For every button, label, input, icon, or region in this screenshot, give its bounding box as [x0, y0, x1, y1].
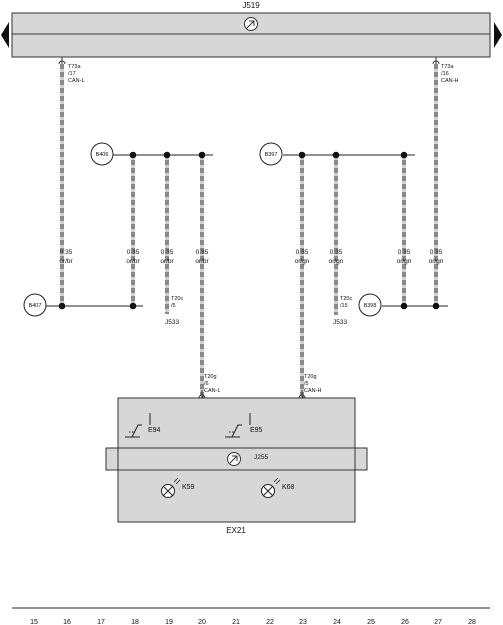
column-number: 28: [468, 619, 476, 625]
switch-right-label: E95: [250, 427, 263, 434]
wire-gauge: 0.35: [296, 249, 309, 256]
lamp-left-label: K59: [182, 484, 195, 491]
top-left-signal: CAN-L: [68, 78, 85, 84]
unit-right-pin-line1: T20g: [304, 374, 317, 380]
next-page-arrow-icon[interactable]: [494, 22, 502, 48]
wire-gauge: 0.35: [196, 249, 209, 256]
column-number: 23: [299, 619, 307, 625]
svg-text:J533: J533: [165, 319, 179, 326]
column-number: 27: [434, 619, 442, 625]
wire-color: or/br: [160, 258, 174, 265]
wire-gauge: 0.35: [161, 249, 174, 256]
wire-labels: 0.35 or/br 0.35 or/br 0.35 or/br 0.35 or…: [59, 249, 443, 265]
wire-color: or/gn: [397, 258, 412, 265]
connection-point-b406: B406: [90, 142, 114, 166]
wire-segment: [60, 64, 64, 306]
column-number: 17: [97, 619, 105, 625]
connector-hook-icon: [58, 57, 66, 65]
connection-point-b398: B398: [358, 293, 382, 317]
column-number: 18: [131, 619, 139, 625]
wire-segment: [165, 155, 169, 314]
connection-point-b407: B407: [23, 293, 47, 317]
wire-color: or/br: [126, 258, 140, 265]
svg-text:T20c: T20c: [171, 296, 183, 302]
column-number: 25: [367, 619, 375, 625]
connector-hook-icon: [432, 57, 440, 65]
header-title: J519: [242, 1, 260, 10]
column-number: 16: [63, 619, 71, 625]
svg-text:/15: /15: [340, 303, 348, 309]
top-right-pin-line2: /16: [441, 71, 449, 77]
column-number: 24: [333, 619, 341, 625]
wire-gauge: 0.35: [60, 249, 73, 256]
switch-left-label: E94: [148, 427, 161, 434]
wire-gauge: 0.35: [398, 249, 411, 256]
svg-text:T20c: T20c: [340, 296, 352, 302]
striped-wires: [60, 64, 438, 395]
wire-color: or/gn: [295, 258, 310, 265]
unit-right-pin-line2: /5: [304, 381, 309, 387]
column-number: 21: [232, 619, 240, 625]
lamp-right-label: K68: [282, 484, 295, 491]
splice-points: [58, 151, 440, 310]
svg-text:B406: B406: [96, 152, 109, 158]
wire-segment: [434, 64, 438, 306]
svg-text:J533: J533: [333, 319, 347, 326]
wire-color: or/gn: [429, 258, 444, 265]
header-control-unit: J519: [11, 1, 491, 58]
svg-text:B398: B398: [364, 303, 377, 309]
wire-gauge: 0.35: [330, 249, 343, 256]
column-number: 22: [266, 619, 274, 625]
unit-left-signal: CAN-L: [204, 388, 221, 394]
top-right-pin-line1: T73a: [441, 64, 454, 70]
connection-point-b397: B397: [259, 142, 283, 166]
unit-label: EX21: [226, 526, 246, 535]
j533-right-connector: T20c /15 J533: [333, 296, 352, 326]
wire-color: or/br: [195, 258, 209, 265]
unit-left-pin-line2: /6: [204, 381, 209, 387]
lamp-k68-icon: [261, 477, 281, 498]
module-label: J255: [254, 454, 268, 461]
svg-text:/5: /5: [171, 303, 176, 309]
wire-segment: [334, 155, 338, 315]
connector-hook-icon: [198, 390, 206, 399]
lamp-k59-icon: [161, 477, 181, 498]
connector-hook-icon: [298, 390, 306, 399]
top-left-pin-line1: T73a: [68, 64, 81, 70]
unit-right-signal: CAN-H: [304, 388, 321, 394]
svg-text:B397: B397: [265, 152, 278, 158]
wire-color: or/br: [59, 258, 73, 265]
wire-segment: [300, 155, 304, 395]
j533-left-connector: T20c /5 J533: [165, 296, 183, 326]
unit-left-pin-line1: T20g: [204, 374, 217, 380]
column-number: 26: [401, 619, 409, 625]
wire-segment: [402, 155, 406, 306]
wire-gauge: 0.35: [127, 249, 140, 256]
wire-color: or/gn: [329, 258, 344, 265]
previous-page-arrow-icon[interactable]: [1, 22, 9, 48]
ex21-unit: J255 E94 E95 K59 K68: [105, 397, 368, 535]
switch-e95-icon: [225, 413, 251, 438]
svg-text:B407: B407: [29, 303, 42, 309]
wire-gauge: 0.35: [430, 249, 443, 256]
top-left-pin-line2: /17: [68, 71, 76, 77]
footer-column-numbers: 15 16 17 18 19 20 21 22 23 24 25 26 27 2…: [30, 619, 476, 625]
column-number: 15: [30, 619, 38, 625]
column-number: 19: [165, 619, 173, 625]
column-number: 20: [198, 619, 206, 625]
wire-segment: [131, 155, 135, 306]
top-right-signal: CAN-H: [441, 78, 458, 84]
switch-e94-icon: [125, 413, 151, 438]
wire-segment: [200, 155, 204, 395]
